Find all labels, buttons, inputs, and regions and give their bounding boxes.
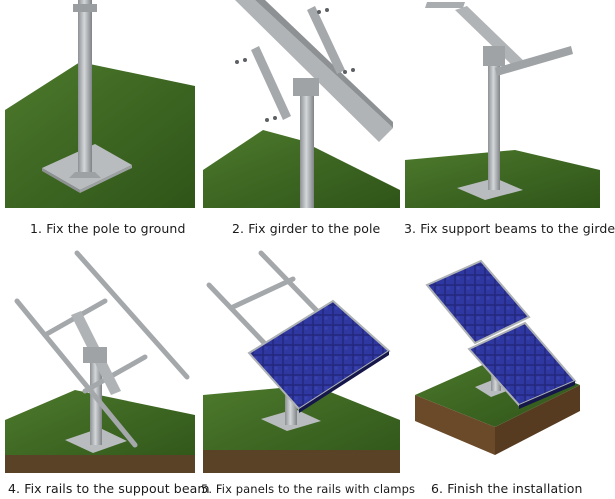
step-1-illustration <box>5 0 195 208</box>
installation-steps-diagram: 1. Fix the pole to ground 2. Fix girder … <box>5 0 615 496</box>
step-2-illustration <box>203 0 400 208</box>
step-4-illustration <box>5 245 195 473</box>
step-6-caption: 6. Finish the installation <box>431 481 583 496</box>
step-3-illustration <box>405 0 600 208</box>
step-6-illustration <box>405 245 600 473</box>
step-5-caption: 5. Fix panels to the rails with clamps <box>201 482 416 496</box>
step-1-caption: 1. Fix the pole to ground <box>30 221 186 236</box>
step-4-caption: 4. Fix rails to the suppout beam <box>8 481 210 496</box>
step-2-caption: 2. Fix girder to the pole <box>232 221 381 236</box>
step-5-illustration <box>203 245 400 473</box>
step-3-caption: 3. Fix support beams to the girde <box>404 221 615 236</box>
